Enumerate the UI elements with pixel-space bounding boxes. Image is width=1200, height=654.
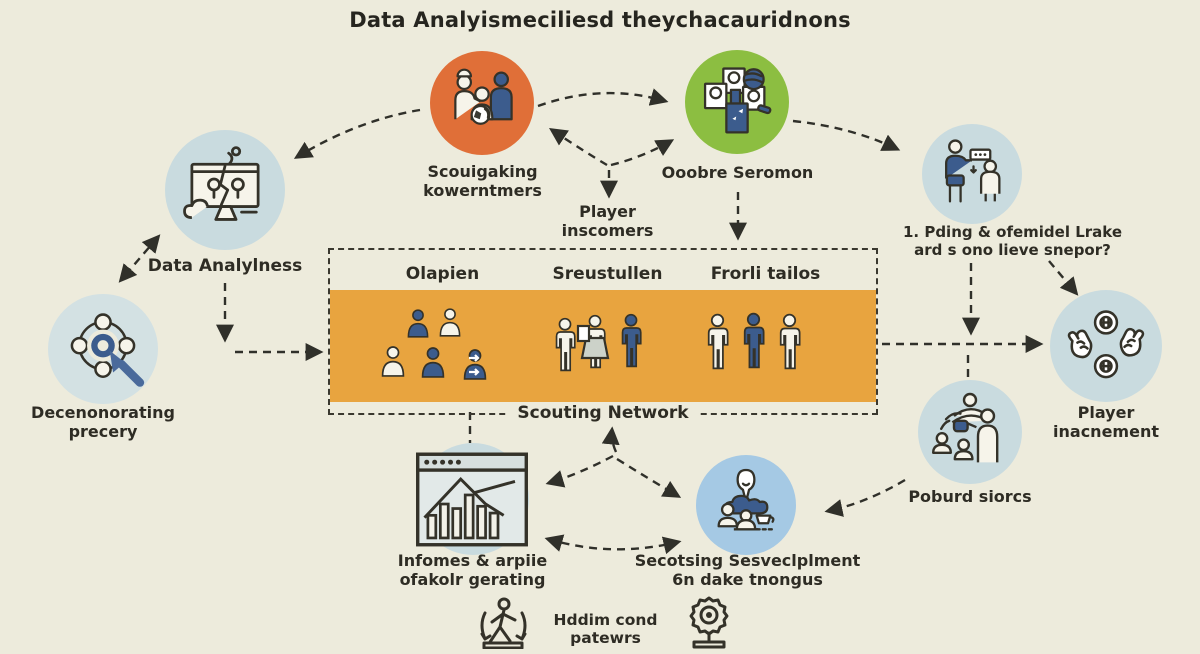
idea-development-icon [717,468,775,531]
scouting-network-box: Olapien Sreustullen Frorli tailos [328,248,878,423]
walking-player-iconbox [477,597,529,653]
column-header-frorli: Frorli tailos [710,264,821,284]
player-engagement-label: Player inacnement [1053,403,1159,441]
team-scouting-icon [454,68,513,125]
player-cards-icon [703,67,772,134]
observation-node [685,50,789,154]
monitor-analytics-icon [183,146,260,221]
chart-report-icon [416,452,528,547]
scouting-people-label: Scouigaking kowerntmers [423,162,542,200]
chart-report-iconbox [413,452,531,547]
player-inscomers-label: Player inscomers [561,202,654,240]
scouting-people-node [430,51,534,155]
badge-icon [689,596,729,649]
data-analysis-node [165,130,285,250]
walking-player-icon [480,597,527,650]
player-engagement-node [1050,290,1162,402]
targeting-label: Decenonorating precery [31,403,175,441]
target-icon [70,313,145,387]
development-label: Secotsing Sesveclplment 6n dake tnongus [634,551,861,589]
coaching-note-label: 1. Pding & ofemidel Lrake ard s ono liev… [902,223,1123,259]
observation-label: Ooobre Seromon [661,163,814,182]
fists-icon [1067,310,1145,379]
column-header-olapien: Olapien [405,264,480,284]
reports-label: Infomes & arpiie ofakolr gerating [397,551,548,589]
targeting-node [48,294,158,404]
handoff-label: Poburd siorcs [908,487,1032,506]
handoff-icon [932,392,999,463]
handoff-node [918,380,1022,484]
column-header-sreustullen: Sreustullen [552,264,663,284]
data-analysis-label: Data Analylness [147,256,303,276]
badge-iconbox [686,595,732,654]
footer-label: Hddim cond patewrs [553,611,658,648]
page-title: Data Analyismeciliesd theychacauridnons [349,8,851,32]
people-figures [381,307,801,381]
scouting-network-caption: Scouting Network [505,403,701,423]
coach-briefing-icon [945,139,1001,203]
development-node [696,455,796,555]
figures-band [330,290,876,402]
coaching-node [922,124,1022,224]
